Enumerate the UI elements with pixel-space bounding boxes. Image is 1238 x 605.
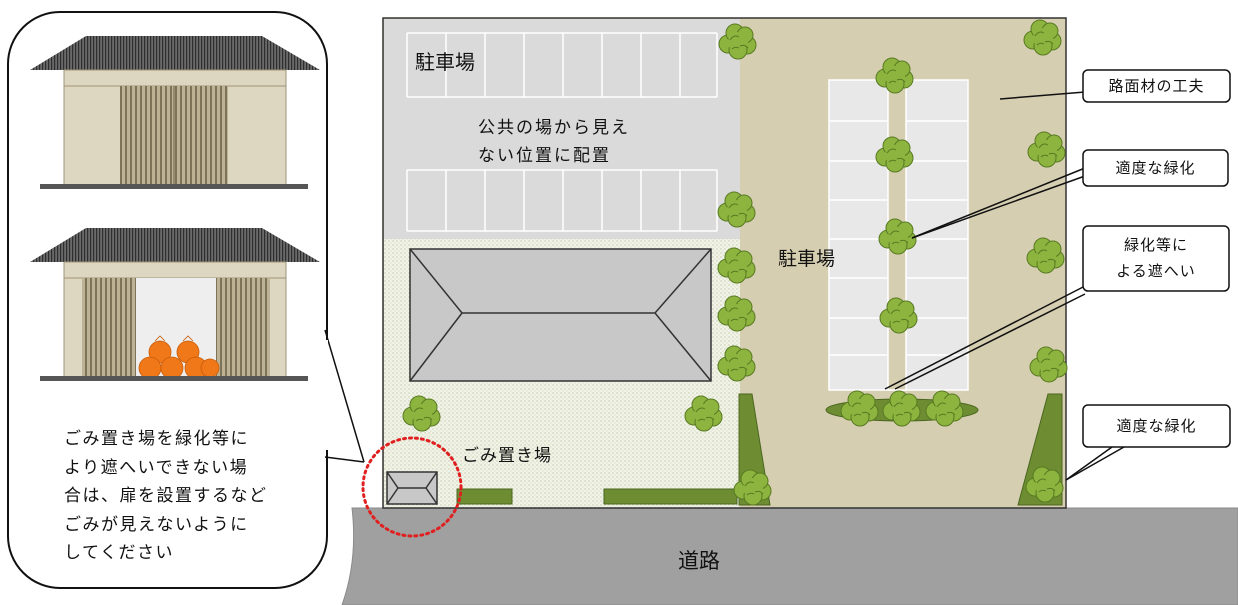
label-road: 道路 [678,549,720,573]
building-roof [409,248,712,382]
garbage-bags [138,335,220,380]
garbage-highlight-circle [361,436,463,538]
shed-closed [30,36,320,189]
label-parking-top: 駐車場 [415,50,475,74]
inset-pointer [324,329,365,463]
callout-greening-bottom: 適度な緑化 [1116,417,1197,435]
callout-box-paving [1082,69,1231,103]
label-parking-note: 公共の場から見え ない位置に配置 [478,118,630,166]
road [341,507,1238,605]
callout-box-greening-bottom [1082,404,1231,448]
callout-box-screening [1082,225,1230,292]
label-garbage-area: ごみ置き場 [462,446,552,466]
callout-leaders [884,91,1125,481]
callout-box-greening-mid [1082,149,1229,187]
shed-open [30,228,320,381]
callout-paving: 路面材の工夫 [1108,77,1205,95]
label-parking-right: 駐車場 [778,248,836,270]
parking-stalls-top [406,32,718,232]
callout-screening: 緑化等に よる遮へい [1116,236,1196,280]
callout-greening-mid: 適度な緑化 [1115,159,1196,177]
garbage-box [386,471,438,505]
inset-note: ごみ置き場を緑化等に より遮へいできない場 合は、扉を設置するなど ごみが見えな… [64,429,268,563]
